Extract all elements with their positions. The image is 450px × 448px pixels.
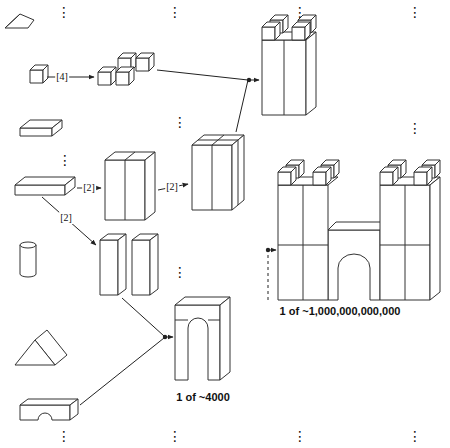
ellipsis-mark: ⋮ <box>173 265 187 279</box>
brick-stack <box>232 135 244 210</box>
castle-assembly <box>328 222 388 230</box>
merge-dot <box>163 78 270 339</box>
arch-assembly <box>208 320 220 321</box>
assembly-arrow <box>42 70 276 405</box>
arch-assembly <box>220 297 230 380</box>
count-caption: 1 of ~4000 <box>174 391 232 404</box>
brick-block <box>15 185 65 195</box>
castle-assembly <box>380 185 430 300</box>
cylinder-block <box>20 242 36 248</box>
pillar-pair <box>100 240 118 295</box>
slab-block <box>20 128 52 136</box>
tower-assembly <box>262 40 306 115</box>
tower-assembly <box>262 22 280 40</box>
wedge-block <box>5 14 34 28</box>
cube-group <box>136 53 154 71</box>
assembly-arrow <box>122 298 164 336</box>
slab-block <box>20 120 62 136</box>
brick-pair <box>105 160 145 220</box>
ellipsis-mark: ⋮ <box>173 115 187 129</box>
brick-block <box>65 177 75 195</box>
arch-assembly <box>175 297 230 380</box>
arch-block <box>20 399 78 405</box>
arch-block <box>20 405 70 420</box>
count-label: [4] <box>55 71 69 83</box>
cube-block <box>30 65 48 83</box>
tower-assembly <box>292 22 310 40</box>
brick-stack <box>238 140 239 205</box>
pillar-pair <box>100 234 158 295</box>
castle-assembly <box>313 167 331 185</box>
cube-group <box>116 67 134 85</box>
ellipsis-mark: ⋮ <box>57 429 71 443</box>
assembly-arrow <box>270 250 276 251</box>
merge-dot <box>247 78 251 82</box>
assembly-arrow <box>157 70 248 80</box>
castle-assembly <box>303 185 304 300</box>
ellipsis-mark: ⋮ <box>293 429 307 443</box>
prism-block <box>15 340 55 365</box>
tower-assembly <box>284 40 285 115</box>
brick-block <box>15 177 75 195</box>
wedge-block <box>5 14 20 28</box>
brick-pair <box>125 160 126 220</box>
assembly-arrow <box>42 197 96 245</box>
wedge-block <box>5 14 34 28</box>
ellipsis-mark: ⋮ <box>58 153 72 167</box>
prism-block <box>15 330 67 365</box>
assembly-arrow <box>47 77 94 78</box>
cylinder-block <box>20 245 36 277</box>
assembly-arrow <box>250 80 259 81</box>
merge-dot <box>266 248 270 252</box>
ellipsis-mark: ⋮ <box>408 121 422 135</box>
castle-assembly <box>328 230 380 300</box>
pillar-pair <box>150 234 158 295</box>
castle-assembly <box>380 167 398 185</box>
castle-assembly <box>278 160 440 300</box>
brick-pair <box>125 152 135 160</box>
castle-assembly <box>414 167 432 185</box>
count-label: [2] <box>59 212 73 224</box>
slab-block <box>52 120 62 136</box>
cylinder-block <box>20 242 36 277</box>
brick-pair <box>145 152 155 220</box>
count-label: [2] <box>165 181 179 193</box>
pillar-pair <box>132 240 150 295</box>
merge-dot <box>163 335 167 339</box>
arch-assembly <box>175 320 188 321</box>
assembly-arrow <box>236 80 248 132</box>
brick-stack <box>192 135 244 210</box>
brick-stack <box>198 140 238 141</box>
ellipsis-mark: ⋮ <box>168 5 182 19</box>
assembly-arrow <box>80 338 164 405</box>
castle-assembly <box>405 185 406 300</box>
castle-assembly <box>380 245 430 246</box>
castle-assembly <box>278 245 328 246</box>
cube-block <box>30 65 48 83</box>
arch-assembly <box>175 305 220 380</box>
pillar-pair <box>118 234 126 295</box>
ellipsis-mark: ⋮ <box>57 5 71 19</box>
brick-stack <box>192 145 232 210</box>
count-label: [2] <box>82 182 96 194</box>
tower-assembly <box>262 15 316 115</box>
count-caption: 1 of ~1,000,000,000,000 <box>278 305 403 318</box>
arch-block <box>70 399 78 420</box>
brick-pair <box>105 152 155 220</box>
brick-stack <box>212 145 213 210</box>
cube-group <box>98 53 154 85</box>
assembly-arrow <box>268 252 269 300</box>
castle-assembly <box>430 177 440 300</box>
ellipsis-mark: ⋮ <box>408 429 422 443</box>
castle-assembly <box>278 185 328 300</box>
tower-assembly <box>306 32 316 115</box>
castle-assembly <box>278 167 296 185</box>
cube-group <box>98 67 116 85</box>
ellipsis-mark: ⋮ <box>408 5 422 19</box>
arch-block <box>20 399 78 420</box>
ellipsis-mark: ⋮ <box>293 5 307 19</box>
ellipsis-mark: ⋮ <box>168 429 182 443</box>
